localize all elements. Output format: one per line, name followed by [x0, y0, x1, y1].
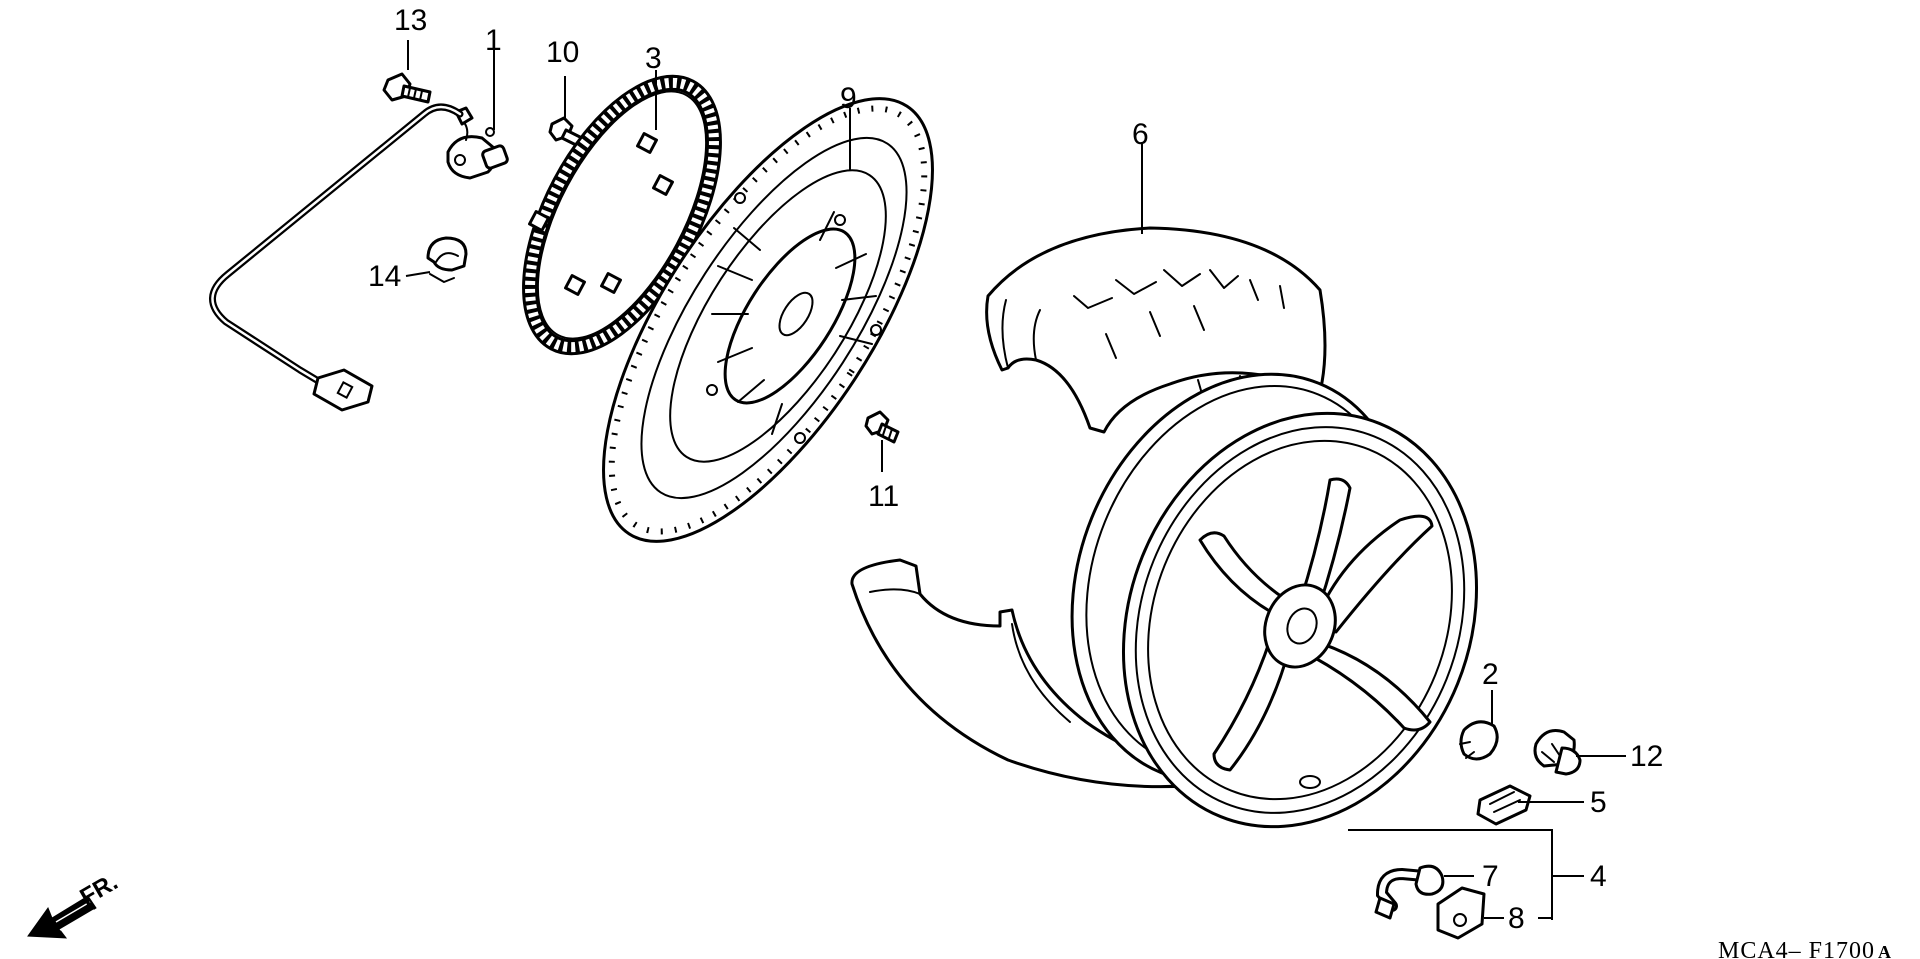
bolt-13[interactable]	[382, 72, 432, 104]
clamp-14[interactable]	[426, 236, 468, 283]
callout-12: 12	[1630, 740, 1663, 773]
wheel-4[interactable]	[1013, 323, 1537, 880]
disc-bolt-11[interactable]	[864, 410, 900, 444]
balance-weight-5[interactable]	[1476, 784, 1532, 826]
callout-3: 3	[645, 42, 662, 75]
tire-6[interactable]	[985, 226, 1327, 434]
valve-7[interactable]	[1374, 864, 1445, 920]
wheel-speed-sensor-1[interactable]	[209, 103, 509, 412]
callout-11: 11	[868, 480, 899, 513]
nut-12[interactable]	[1533, 729, 1582, 776]
callout-7: 7	[1482, 860, 1499, 893]
callout-6: 6	[1132, 118, 1149, 151]
callout-4: 4	[1590, 860, 1607, 893]
front-direction-arrow: FR.	[27, 868, 122, 939]
leader-lines	[405, 40, 1626, 920]
callout-10: 10	[546, 36, 579, 69]
bracket-8[interactable]	[1436, 886, 1486, 940]
callout-5: 5	[1590, 786, 1607, 819]
callout-2: 2	[1482, 658, 1499, 691]
callout-14: 14	[368, 260, 401, 293]
brake-disc-9[interactable]	[541, 49, 995, 591]
collar-2[interactable]	[1459, 720, 1499, 761]
callout-8: 8	[1508, 902, 1525, 935]
callout-9: 9	[840, 82, 857, 115]
callout-13: 13	[394, 4, 427, 37]
pulser-ring-3[interactable]	[492, 54, 752, 376]
callout-1: 1	[485, 24, 502, 57]
